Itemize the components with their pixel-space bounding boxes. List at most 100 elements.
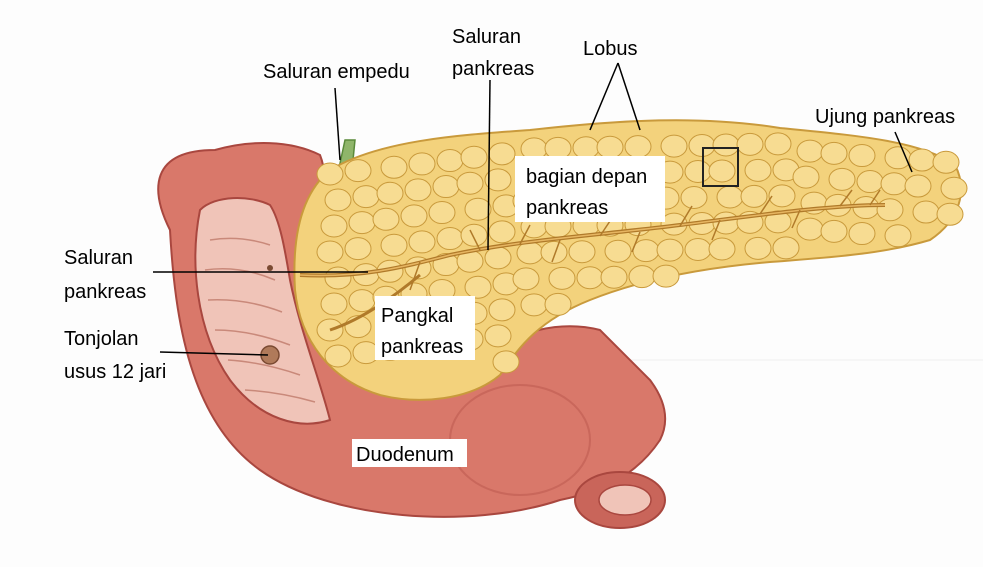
lobule	[629, 266, 655, 288]
lobule	[625, 136, 651, 158]
lobule	[633, 240, 659, 262]
lobule	[381, 156, 407, 178]
lobule	[885, 147, 911, 169]
lobule	[717, 186, 743, 208]
label-bagian-depan-2: pankreas	[526, 197, 608, 219]
lobule	[821, 220, 847, 242]
label-tonjolan-2: usus 12 jari	[64, 361, 166, 383]
lobule	[549, 267, 575, 289]
lobule	[713, 134, 739, 156]
lobule	[573, 137, 599, 159]
lobule	[709, 160, 735, 182]
lobule	[653, 265, 679, 287]
lobule	[905, 175, 931, 197]
lobule	[605, 240, 631, 262]
lobule	[597, 136, 623, 158]
lobule	[765, 133, 791, 155]
lobule	[909, 149, 935, 171]
lobule	[429, 202, 455, 224]
lobule	[745, 237, 771, 259]
lobule	[373, 208, 399, 230]
label-saluran-pankreas-left-2: pankreas	[64, 281, 146, 303]
lobule	[489, 143, 515, 165]
lobule	[829, 168, 855, 190]
lobule	[321, 215, 347, 237]
lobule	[797, 140, 823, 162]
lobule	[661, 135, 687, 157]
lobule	[401, 205, 427, 227]
lobule	[657, 239, 683, 261]
lobule	[741, 185, 767, 207]
lobule	[857, 171, 883, 193]
lobule	[457, 172, 483, 194]
lobule	[513, 268, 539, 290]
lobule	[493, 351, 519, 373]
lobule	[681, 187, 707, 209]
lobule	[577, 267, 603, 289]
lobule	[381, 234, 407, 256]
lobule	[461, 224, 487, 246]
lobule	[601, 266, 627, 288]
lobule	[913, 201, 939, 223]
lobule	[569, 241, 595, 263]
lobule	[737, 133, 763, 155]
label-bagian-depan-1: bagian depan	[526, 166, 647, 188]
lobule	[409, 153, 435, 175]
lobule	[797, 218, 823, 240]
lobule	[849, 223, 875, 245]
lobule	[349, 212, 375, 234]
lobule	[709, 238, 735, 260]
label-tonjolan-1: Tonjolan	[64, 328, 139, 350]
lobule	[849, 145, 875, 167]
lobule	[345, 238, 371, 260]
lobule	[773, 237, 799, 259]
lobule	[485, 325, 511, 347]
lobule	[433, 176, 459, 198]
label-pangkal-1: Pangkal	[381, 305, 453, 327]
lobule	[881, 173, 907, 195]
label-ujung-pankreas: Ujung pankreas	[815, 106, 955, 128]
lobule	[769, 185, 795, 207]
lobule	[517, 242, 543, 264]
lobule	[821, 142, 847, 164]
lobule	[933, 151, 959, 173]
lobule	[405, 179, 431, 201]
lobule	[325, 267, 351, 289]
lobule	[437, 150, 463, 172]
lobule	[409, 231, 435, 253]
label-saluran-pankreas-top-2: pankreas	[452, 58, 534, 80]
lobule	[713, 212, 739, 234]
label-duodenum: Duodenum	[356, 444, 454, 466]
lobule	[489, 299, 515, 321]
lobule	[465, 198, 491, 220]
lobule	[541, 241, 567, 263]
label-pangkal-2: pankreas	[381, 336, 463, 358]
lobule	[317, 163, 343, 185]
duct-opening-marker	[267, 265, 273, 271]
lobule	[489, 221, 515, 243]
lobule	[325, 345, 351, 367]
lobule	[877, 199, 903, 221]
lobule	[793, 166, 819, 188]
lobule	[885, 225, 911, 247]
lobule	[437, 228, 463, 250]
lobule	[461, 146, 487, 168]
lobule	[321, 293, 347, 315]
lobule	[349, 290, 375, 312]
lobule	[317, 241, 343, 263]
lobule	[485, 247, 511, 269]
lobule	[521, 294, 547, 316]
lobule	[353, 186, 379, 208]
label-lobus: Lobus	[583, 38, 638, 60]
lobule	[685, 161, 711, 183]
lobule	[941, 177, 967, 199]
lobule	[545, 293, 571, 315]
label-saluran-pankreas-top-1: Saluran	[452, 26, 521, 48]
lobule	[345, 160, 371, 182]
label-saluran-empedu: Saluran empedu	[263, 61, 410, 83]
lobule	[685, 239, 711, 261]
lobule	[325, 189, 351, 211]
lobule	[377, 182, 403, 204]
